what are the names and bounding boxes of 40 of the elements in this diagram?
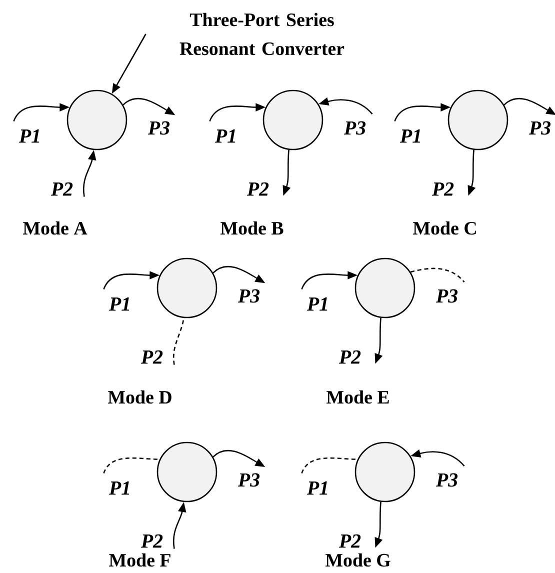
port-label: P3	[528, 121, 551, 135]
mode-label: Mode F	[109, 553, 170, 567]
mode-label: Mode A	[23, 221, 88, 235]
converter-circle	[354, 258, 416, 318]
mode-label: Mode D	[108, 390, 172, 404]
mode-label: Mode G	[325, 553, 390, 567]
port-label: P3	[238, 289, 260, 303]
converter-circle	[66, 90, 128, 150]
port-label: P1	[306, 297, 328, 311]
port-label: P3	[436, 473, 458, 487]
mode-label: Mode E	[326, 390, 389, 404]
port-label: P2	[140, 350, 163, 364]
port-label: P1	[108, 481, 130, 495]
converter-circle	[448, 90, 508, 150]
port-label: P1	[18, 129, 40, 143]
port-label: P1	[306, 481, 328, 495]
port-label: P2	[338, 350, 361, 364]
mode-label: Mode B	[220, 221, 284, 235]
converter-circle	[354, 442, 416, 502]
converter-circle	[156, 258, 218, 318]
power-flow-line	[172, 318, 184, 365]
port-label: P2	[338, 534, 361, 548]
power-flow-line	[103, 457, 160, 474]
port-label: P2	[140, 534, 163, 548]
port-label: P3	[344, 121, 366, 135]
port-label: P1	[108, 297, 130, 311]
converter-label: Three-Port Series Resonant Converter	[180, 12, 344, 56]
mode-label: Mode C	[413, 221, 476, 235]
port-label: P1	[214, 129, 236, 143]
port-label: P1	[400, 129, 420, 143]
port-label: P3	[436, 289, 458, 303]
converter-circle	[262, 90, 324, 150]
port-label: P2	[432, 182, 454, 196]
port-label: P2	[246, 182, 269, 196]
power-flow-line	[301, 457, 358, 474]
port-label: P3	[238, 473, 260, 487]
converter-circle	[156, 442, 218, 502]
port-label: P3	[148, 121, 170, 135]
power-flow-line	[410, 268, 465, 283]
port-label: P2	[50, 182, 73, 196]
